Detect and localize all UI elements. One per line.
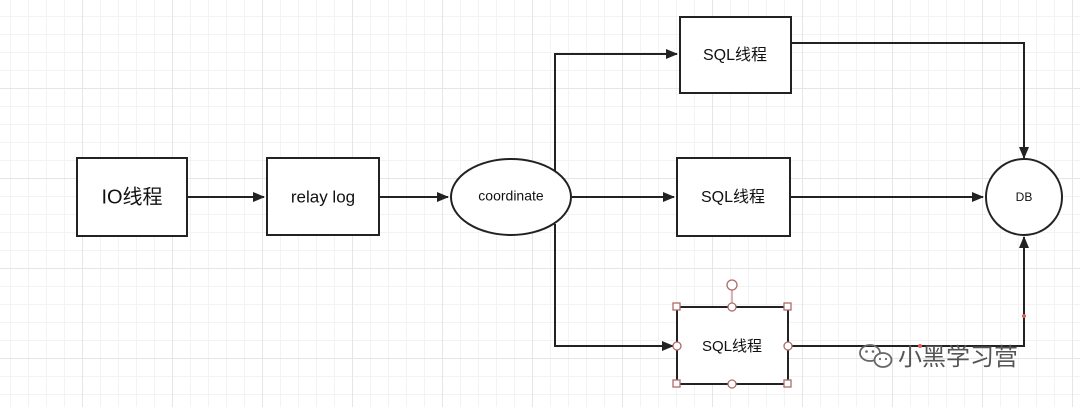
rotate-handle[interactable] [726,279,738,291]
sql-thread-2-label: SQL线程 [701,188,765,206]
edge-sql-3-to-db [788,236,1029,347]
sql-thread-node-1[interactable]: SQL线程 [679,16,792,94]
relay-log-node[interactable]: relay log [266,157,380,236]
edge-sql-1-to-db [791,42,1029,159]
watermark-text: 小黑学习营 [898,343,1018,371]
io-thread-label: IO线程 [101,185,162,208]
connect-handle-top[interactable] [727,302,737,312]
coordinate-label: coordinate [478,188,544,204]
db-node[interactable]: DB [985,158,1063,236]
sql-thread-1-label: SQL线程 [703,46,767,64]
edge-coordinate-to-sql-3 [554,224,674,351]
selection-handles [672,279,793,389]
wechat-icon [859,344,893,368]
resize-handle-ne[interactable] [783,302,792,311]
relay-log-label: relay log [291,187,355,206]
edge-coordinate-to-sql-1 [554,49,678,172]
edge-waypoint[interactable] [1022,314,1026,318]
coordinate-node[interactable]: coordinate [450,158,572,236]
edge-waypoint[interactable] [918,344,922,348]
watermark: 小黑学习营 [859,343,1018,371]
resize-handle-se[interactable] [783,379,792,388]
sql-thread-node-2[interactable]: SQL线程 [676,157,791,237]
resize-handle-sw[interactable] [672,379,681,388]
connect-handle-bottom[interactable] [727,379,737,389]
resize-handle-nw[interactable] [672,302,681,311]
sql-thread-3-label: SQL线程 [702,338,762,355]
db-label: DB [1016,190,1033,204]
connect-handle-right[interactable] [783,341,793,351]
sql-thread-node-3[interactable]: SQL线程 [676,306,789,385]
io-thread-node[interactable]: IO线程 [76,157,188,237]
connect-handle-left[interactable] [672,341,682,351]
